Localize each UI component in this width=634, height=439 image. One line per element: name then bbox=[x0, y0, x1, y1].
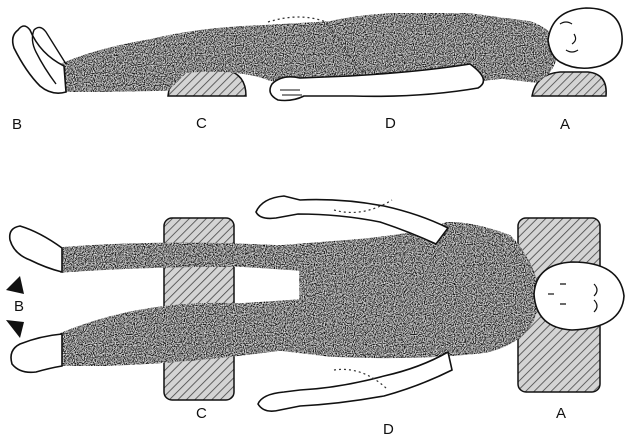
top-label-d: D bbox=[385, 116, 396, 131]
top-arm-lower bbox=[258, 352, 452, 411]
bottom-label-c: C bbox=[196, 406, 207, 421]
bottom-label-a: A bbox=[556, 406, 566, 421]
top-arm-upper bbox=[256, 196, 448, 244]
side-feet bbox=[13, 26, 66, 93]
side-view-figure bbox=[13, 8, 622, 101]
bottom-label-b: B bbox=[14, 299, 24, 314]
top-label-a: A bbox=[560, 117, 570, 132]
arrow-upper-icon bbox=[6, 276, 24, 294]
top-label-b: B bbox=[12, 117, 22, 132]
arrow-lower-icon bbox=[6, 320, 24, 338]
top-view-figure bbox=[6, 196, 624, 411]
top-foot-upper bbox=[10, 226, 62, 272]
top-label-c: C bbox=[196, 116, 207, 131]
top-body bbox=[60, 222, 540, 366]
bottom-label-d: D bbox=[383, 422, 394, 437]
side-head bbox=[548, 8, 622, 68]
top-foot-lower bbox=[11, 334, 62, 372]
top-head bbox=[534, 262, 624, 330]
